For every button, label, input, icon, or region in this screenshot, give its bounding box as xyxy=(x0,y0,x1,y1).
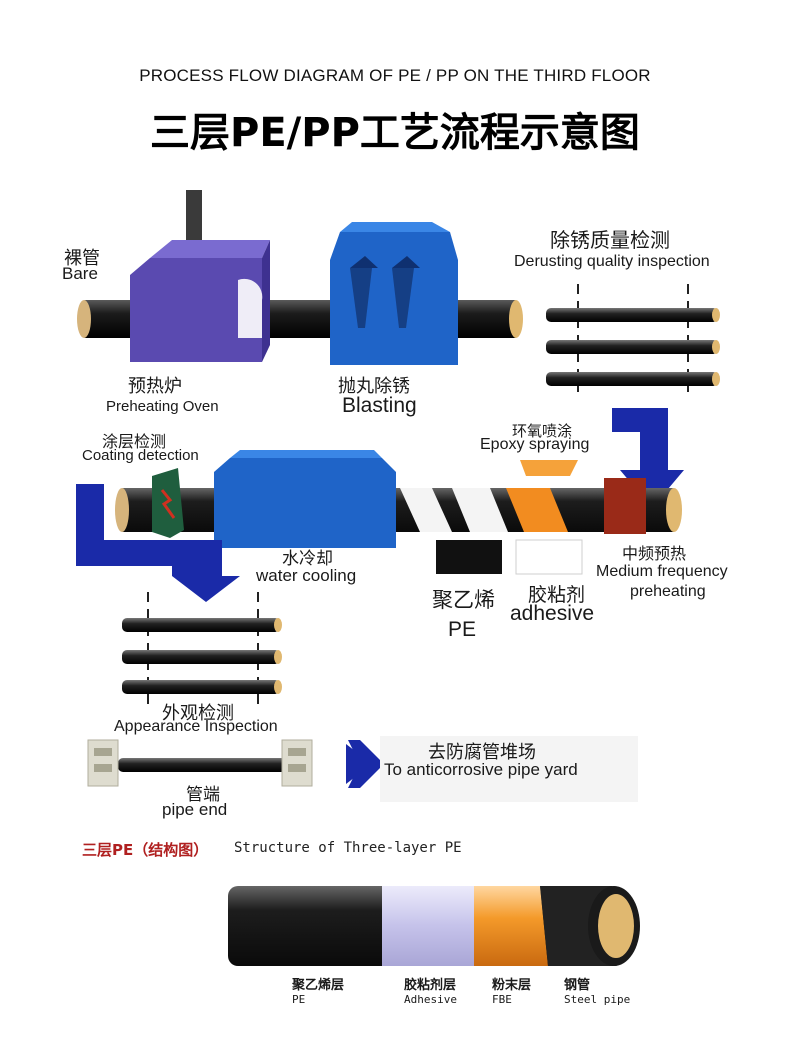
pipe-end-label-en: pipe end xyxy=(162,800,228,819)
appearance-label-zh: 外观检测 xyxy=(162,703,234,724)
blast-label-en: Blasting xyxy=(342,394,417,417)
epoxy-nozzle-icon xyxy=(520,460,578,476)
pipe-end-cap xyxy=(77,300,91,338)
coating-pipe xyxy=(118,488,678,532)
medium-label-en2: preheating xyxy=(630,583,706,600)
pipe-end-cap xyxy=(509,300,523,338)
coating-label-en: Coating detection xyxy=(82,447,199,464)
pipe-end-cap-icon xyxy=(281,739,313,787)
appearance-label-en: Appearance Inspection xyxy=(114,718,278,735)
blast-label-zh: 抛丸除锈 xyxy=(338,376,410,397)
water-label-en: water cooling xyxy=(256,566,357,585)
inspection-pipe xyxy=(122,680,280,694)
layer-steel-zh: 钢管 xyxy=(564,978,591,993)
structure-title-en: Structure of Three-layer PE xyxy=(234,840,462,856)
bare-label-zh: 裸管 xyxy=(64,248,100,269)
layer-fbe-en: FBE xyxy=(492,993,512,1006)
adhesive-extruder-icon xyxy=(515,539,583,575)
pipe-end-label-zh: 管端 xyxy=(186,785,220,805)
yard-label-en: To anticorrosive pipe yard xyxy=(384,760,578,779)
inspection-pipe xyxy=(122,618,280,632)
flow-arrow-icon xyxy=(76,484,240,602)
adhesive-label-en: adhesive xyxy=(510,602,595,625)
inspection-pipe xyxy=(546,308,718,322)
inspection-pipe xyxy=(122,650,280,664)
coating-label-zh: 涂层检测 xyxy=(102,432,167,451)
pe-extruder-icon xyxy=(436,540,502,574)
layer-pe-en: PE xyxy=(292,993,306,1006)
epoxy-label-zh: 环氧喷涂 xyxy=(512,422,573,440)
layer-adhesive-zh: 胶粘剂层 xyxy=(404,978,457,993)
induction-heater-icon xyxy=(604,478,646,534)
water-label-zh: 水冷却 xyxy=(282,549,333,569)
derust-label-zh: 除锈质量检测 xyxy=(550,228,670,252)
pe-label-en: PE xyxy=(448,618,477,641)
epoxy-layer xyxy=(506,488,568,532)
structure-title-zh: 三层PE（结构图） xyxy=(82,841,209,859)
bare-label-en: Bare xyxy=(62,264,98,283)
inspection-pipe xyxy=(546,372,718,386)
yard-label-zh: 去防腐管堆场 xyxy=(428,742,536,763)
epoxy-label-en: Epoxy spraying xyxy=(480,436,590,453)
inspection-pipe xyxy=(546,340,718,354)
adhesive-label-zh: 胶粘剂 xyxy=(528,584,586,606)
layer-pe-zh: 聚乙烯层 xyxy=(292,978,345,993)
derust-label-en: Derusting quality inspection xyxy=(514,253,710,270)
structure-adhesive-layer xyxy=(382,886,474,966)
preheat-label-en: Preheating Oven xyxy=(106,398,219,415)
pipe-end-pipe xyxy=(118,758,286,772)
yard-box xyxy=(380,736,638,802)
flow-arrow-icon xyxy=(612,408,684,508)
layer-adhesive-en: Adhesive xyxy=(404,993,457,1006)
blasting-machine-icon xyxy=(330,232,458,365)
layer-steel-en: Steel pipe xyxy=(564,993,631,1006)
layer-fbe-zh: 粉末层 xyxy=(492,978,532,993)
medium-label-zh: 中频预热 xyxy=(622,544,687,563)
pipe-end-cap-icon xyxy=(87,739,119,787)
preheating-oven-icon xyxy=(130,258,262,362)
medium-label-en1: Medium frequency xyxy=(596,563,728,580)
diagram-title-zh: 三层PE/PP工艺流程示意图 xyxy=(150,110,640,156)
preheat-label-zh: 预热炉 xyxy=(128,376,182,397)
diagram-title-en: PROCESS FLOW DIAGRAM OF PE / PP ON THE T… xyxy=(139,66,651,85)
water-cooling-icon xyxy=(214,458,396,548)
structure-fbe-layer xyxy=(474,886,548,966)
pe-label-zh: 聚乙烯 xyxy=(432,588,495,612)
